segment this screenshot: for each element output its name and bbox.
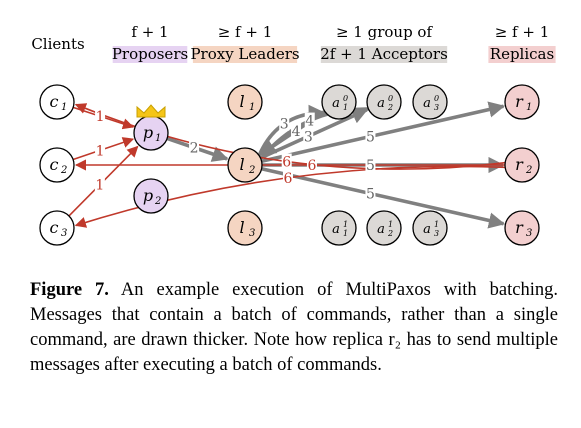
svg-text:r: r	[515, 218, 524, 237]
svg-text:a: a	[377, 222, 385, 237]
svg-text:2: 2	[60, 165, 67, 176]
svg-text:1: 1	[343, 220, 348, 229]
svg-text:3: 3	[526, 228, 532, 239]
svg-text:a: a	[423, 96, 431, 111]
svg-text:3: 3	[434, 103, 439, 112]
svg-text:a: a	[377, 96, 385, 111]
svg-text:3: 3	[434, 229, 439, 238]
svg-text:l: l	[239, 155, 244, 174]
svg-text:Proxy Leaders: Proxy Leaders	[190, 45, 299, 63]
svg-text:2: 2	[387, 229, 393, 238]
svg-text:r: r	[515, 155, 524, 174]
svg-text:≥ 1 group of: ≥ 1 group of	[336, 23, 434, 41]
header-acceptors: ≥ 1 group of 2f + 1 Acceptors	[320, 23, 448, 63]
edge-label-a02-l2: 4	[305, 114, 314, 130]
edge-label-l2-a02: 3	[304, 129, 313, 145]
svg-text:l: l	[239, 92, 244, 111]
svg-text:Replicas: Replicas	[490, 45, 554, 63]
svg-text:2: 2	[387, 103, 393, 112]
edge-l2-r3	[261, 167, 506, 229]
svg-text:0: 0	[388, 94, 393, 103]
svg-text:a: a	[423, 222, 431, 237]
multipaxos-batching-diagram: Clients f + 1 Proposers ≥ f + 1 Proxy Leader…	[31, 23, 556, 246]
figure-caption: Figure 7. An example execution of MultiP…	[30, 278, 558, 378]
edge-label-c3-p1: 1	[95, 178, 104, 194]
svg-text:1: 1	[249, 102, 255, 113]
svg-text:c: c	[50, 218, 59, 237]
edge-label-l2-a01: 3	[280, 117, 289, 133]
svg-text:1: 1	[155, 133, 161, 144]
edge-label-a01-l2: 4	[292, 124, 301, 140]
figure-label: Figure 7.	[30, 280, 109, 300]
svg-text:≥ f + 1: ≥ f + 1	[218, 23, 273, 41]
edge-label-c1-p1: 1	[96, 109, 105, 125]
edge-label-l2-r2: 5	[366, 158, 375, 174]
svg-text:2: 2	[525, 165, 532, 176]
edge-label-p1-l2: 2	[190, 141, 199, 157]
edge-label-r2-c2: 6	[307, 158, 316, 174]
edge-label-c2-p1: 1	[96, 143, 105, 159]
svg-text:Proposers: Proposers	[112, 45, 188, 63]
svg-text:Clients: Clients	[31, 35, 84, 53]
svg-text:a: a	[332, 96, 340, 111]
edge-label-r2-c3: 6	[284, 171, 293, 187]
svg-text:0: 0	[434, 94, 439, 103]
svg-text:3: 3	[61, 228, 67, 239]
edge-l2-r1	[261, 101, 506, 163]
header-proposers: f + 1 Proposers	[112, 23, 188, 63]
svg-text:f + 1: f + 1	[131, 23, 168, 41]
edge-l2-a02	[259, 108, 369, 160]
svg-text:0: 0	[343, 94, 348, 103]
svg-text:2: 2	[248, 165, 255, 176]
edge-label-r2-c1: 6	[282, 155, 291, 171]
crown-icon	[136, 104, 166, 118]
svg-text:2f + 1 Acceptors: 2f + 1 Acceptors	[320, 45, 448, 63]
svg-text:2: 2	[154, 196, 161, 207]
header-proxy: ≥ f + 1 Proxy Leaders	[190, 23, 300, 63]
svg-text:r: r	[515, 92, 524, 111]
svg-text:p: p	[143, 186, 153, 205]
svg-text:a: a	[332, 222, 340, 237]
svg-text:1: 1	[343, 229, 348, 238]
edge-label-l2-r1: 5	[366, 129, 375, 145]
svg-text:1: 1	[434, 220, 439, 229]
header-clients: Clients	[31, 35, 84, 53]
svg-text:1: 1	[61, 102, 67, 113]
svg-text:1: 1	[388, 220, 393, 229]
svg-text:c: c	[50, 155, 59, 174]
svg-text:3: 3	[249, 228, 255, 239]
svg-text:c: c	[50, 92, 59, 111]
edge-label-l2-r3: 5	[366, 187, 375, 203]
header-replicas: ≥ f + 1 Replicas	[488, 23, 556, 63]
svg-text:p: p	[143, 123, 153, 142]
svg-text:1: 1	[526, 102, 532, 113]
svg-text:l: l	[239, 218, 244, 237]
svg-text:1: 1	[343, 103, 348, 112]
caption-text: An example execution of MultiPaxos with …	[30, 280, 558, 375]
svg-text:≥ f + 1: ≥ f + 1	[495, 23, 550, 41]
